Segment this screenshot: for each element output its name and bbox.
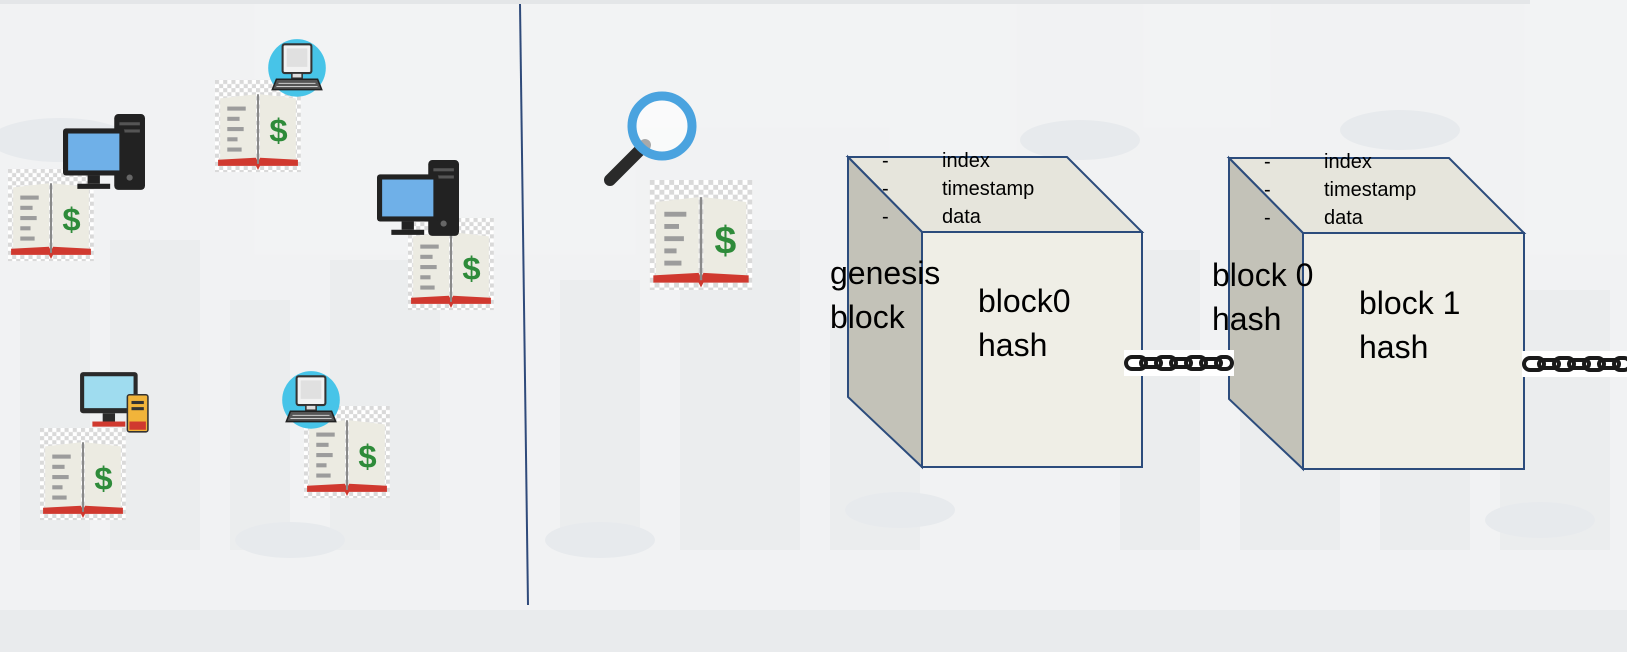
face-label-block1: block 1 hash — [1359, 285, 1461, 365]
block-cube-genesis — [845, 154, 1145, 470]
field-data: data — [942, 206, 981, 228]
magnifier-icon — [604, 91, 697, 186]
field-timestamp: timestamp — [1324, 179, 1417, 201]
field-row: - timestamp — [1264, 176, 1416, 204]
field-index: index — [1324, 151, 1372, 173]
field-bullet: - — [882, 178, 889, 200]
inspect-ledger — [604, 91, 754, 290]
laptop-badge-icon — [281, 370, 341, 430]
side-label-genesis: genesis block — [830, 255, 941, 335]
side-label-block0-hash: block 0 hash — [1212, 257, 1314, 337]
chain-link-icon — [1522, 351, 1627, 377]
top-banner-edge — [0, 0, 1530, 4]
chain-link-icon — [1124, 350, 1234, 376]
field-bullet: - — [1264, 151, 1271, 173]
ledger-book-icon — [648, 180, 754, 290]
block-fields-1: - index - timestamp - data — [1264, 148, 1416, 232]
ledger-book-icon — [8, 167, 94, 263]
field-bullet: - — [882, 150, 889, 172]
face-label-block0: block0 hash — [978, 283, 1071, 363]
field-row: - index — [1264, 148, 1416, 176]
field-row: - data — [882, 203, 1034, 231]
field-row: - index — [882, 147, 1034, 175]
ledger-book-icon — [40, 426, 126, 522]
field-bullet: - — [1264, 179, 1271, 201]
field-row: - timestamp — [882, 175, 1034, 203]
field-data: data — [1324, 207, 1363, 229]
section-divider — [519, 3, 529, 606]
field-bullet: - — [1264, 207, 1271, 229]
field-bullet: - — [882, 206, 889, 228]
field-row: - data — [1264, 204, 1416, 232]
laptop-badge-icon — [267, 38, 327, 98]
field-timestamp: timestamp — [942, 178, 1035, 200]
field-index: index — [942, 150, 990, 172]
block-fields-genesis: - index - timestamp - data — [882, 147, 1034, 231]
